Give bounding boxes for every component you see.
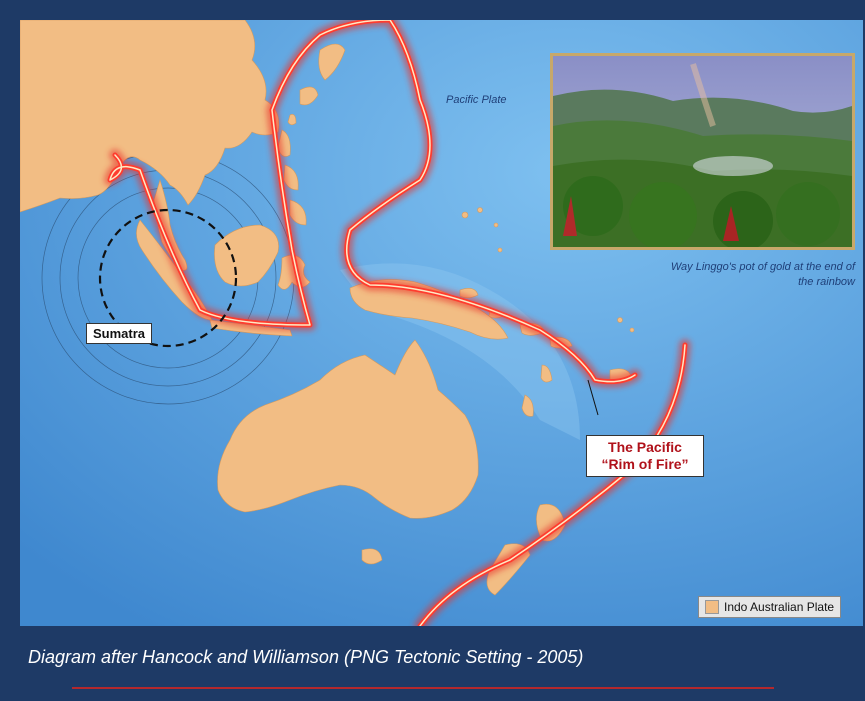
sumatra-dashed-circle: [98, 208, 238, 348]
tectonic-map: Pacific Plate: [20, 20, 863, 626]
photo-caption-line1: Way Linggo's pot of gold at the end of: [670, 261, 855, 273]
tasmania-island: [361, 548, 383, 565]
rim-of-fire-label: The Pacific “Rim of Fire”: [586, 435, 704, 477]
australia-landmass: [217, 339, 479, 519]
rim-label-line1: The Pacific: [608, 439, 682, 455]
pacific-plate-label: Pacific Plate: [446, 94, 507, 106]
photo-caption-line2: the rainbow: [798, 276, 855, 288]
japan-islands: [299, 43, 346, 106]
new-guinea-island: [349, 279, 509, 340]
legend-label: Indo Australian Plate: [724, 600, 835, 614]
map-legend: Indo Australian Plate: [698, 596, 842, 618]
rim-of-fire: [104, 20, 691, 626]
rim-label-line2: “Rim of Fire”: [601, 456, 689, 472]
taiwan-island: [287, 114, 297, 126]
sumatra-label: Sumatra: [86, 323, 153, 344]
photo-caption: Way Linggo's pot of gold at the end of t…: [580, 260, 855, 290]
borneo-island: [214, 224, 279, 287]
rainbow-photo: [550, 53, 855, 250]
legend-swatch: [705, 600, 719, 614]
asia-landmass: [20, 20, 279, 213]
footer-divider: [72, 687, 774, 689]
footer-caption: Diagram after Hancock and Williamson (PN…: [28, 647, 584, 667]
rim-pointer-line: [587, 379, 599, 416]
